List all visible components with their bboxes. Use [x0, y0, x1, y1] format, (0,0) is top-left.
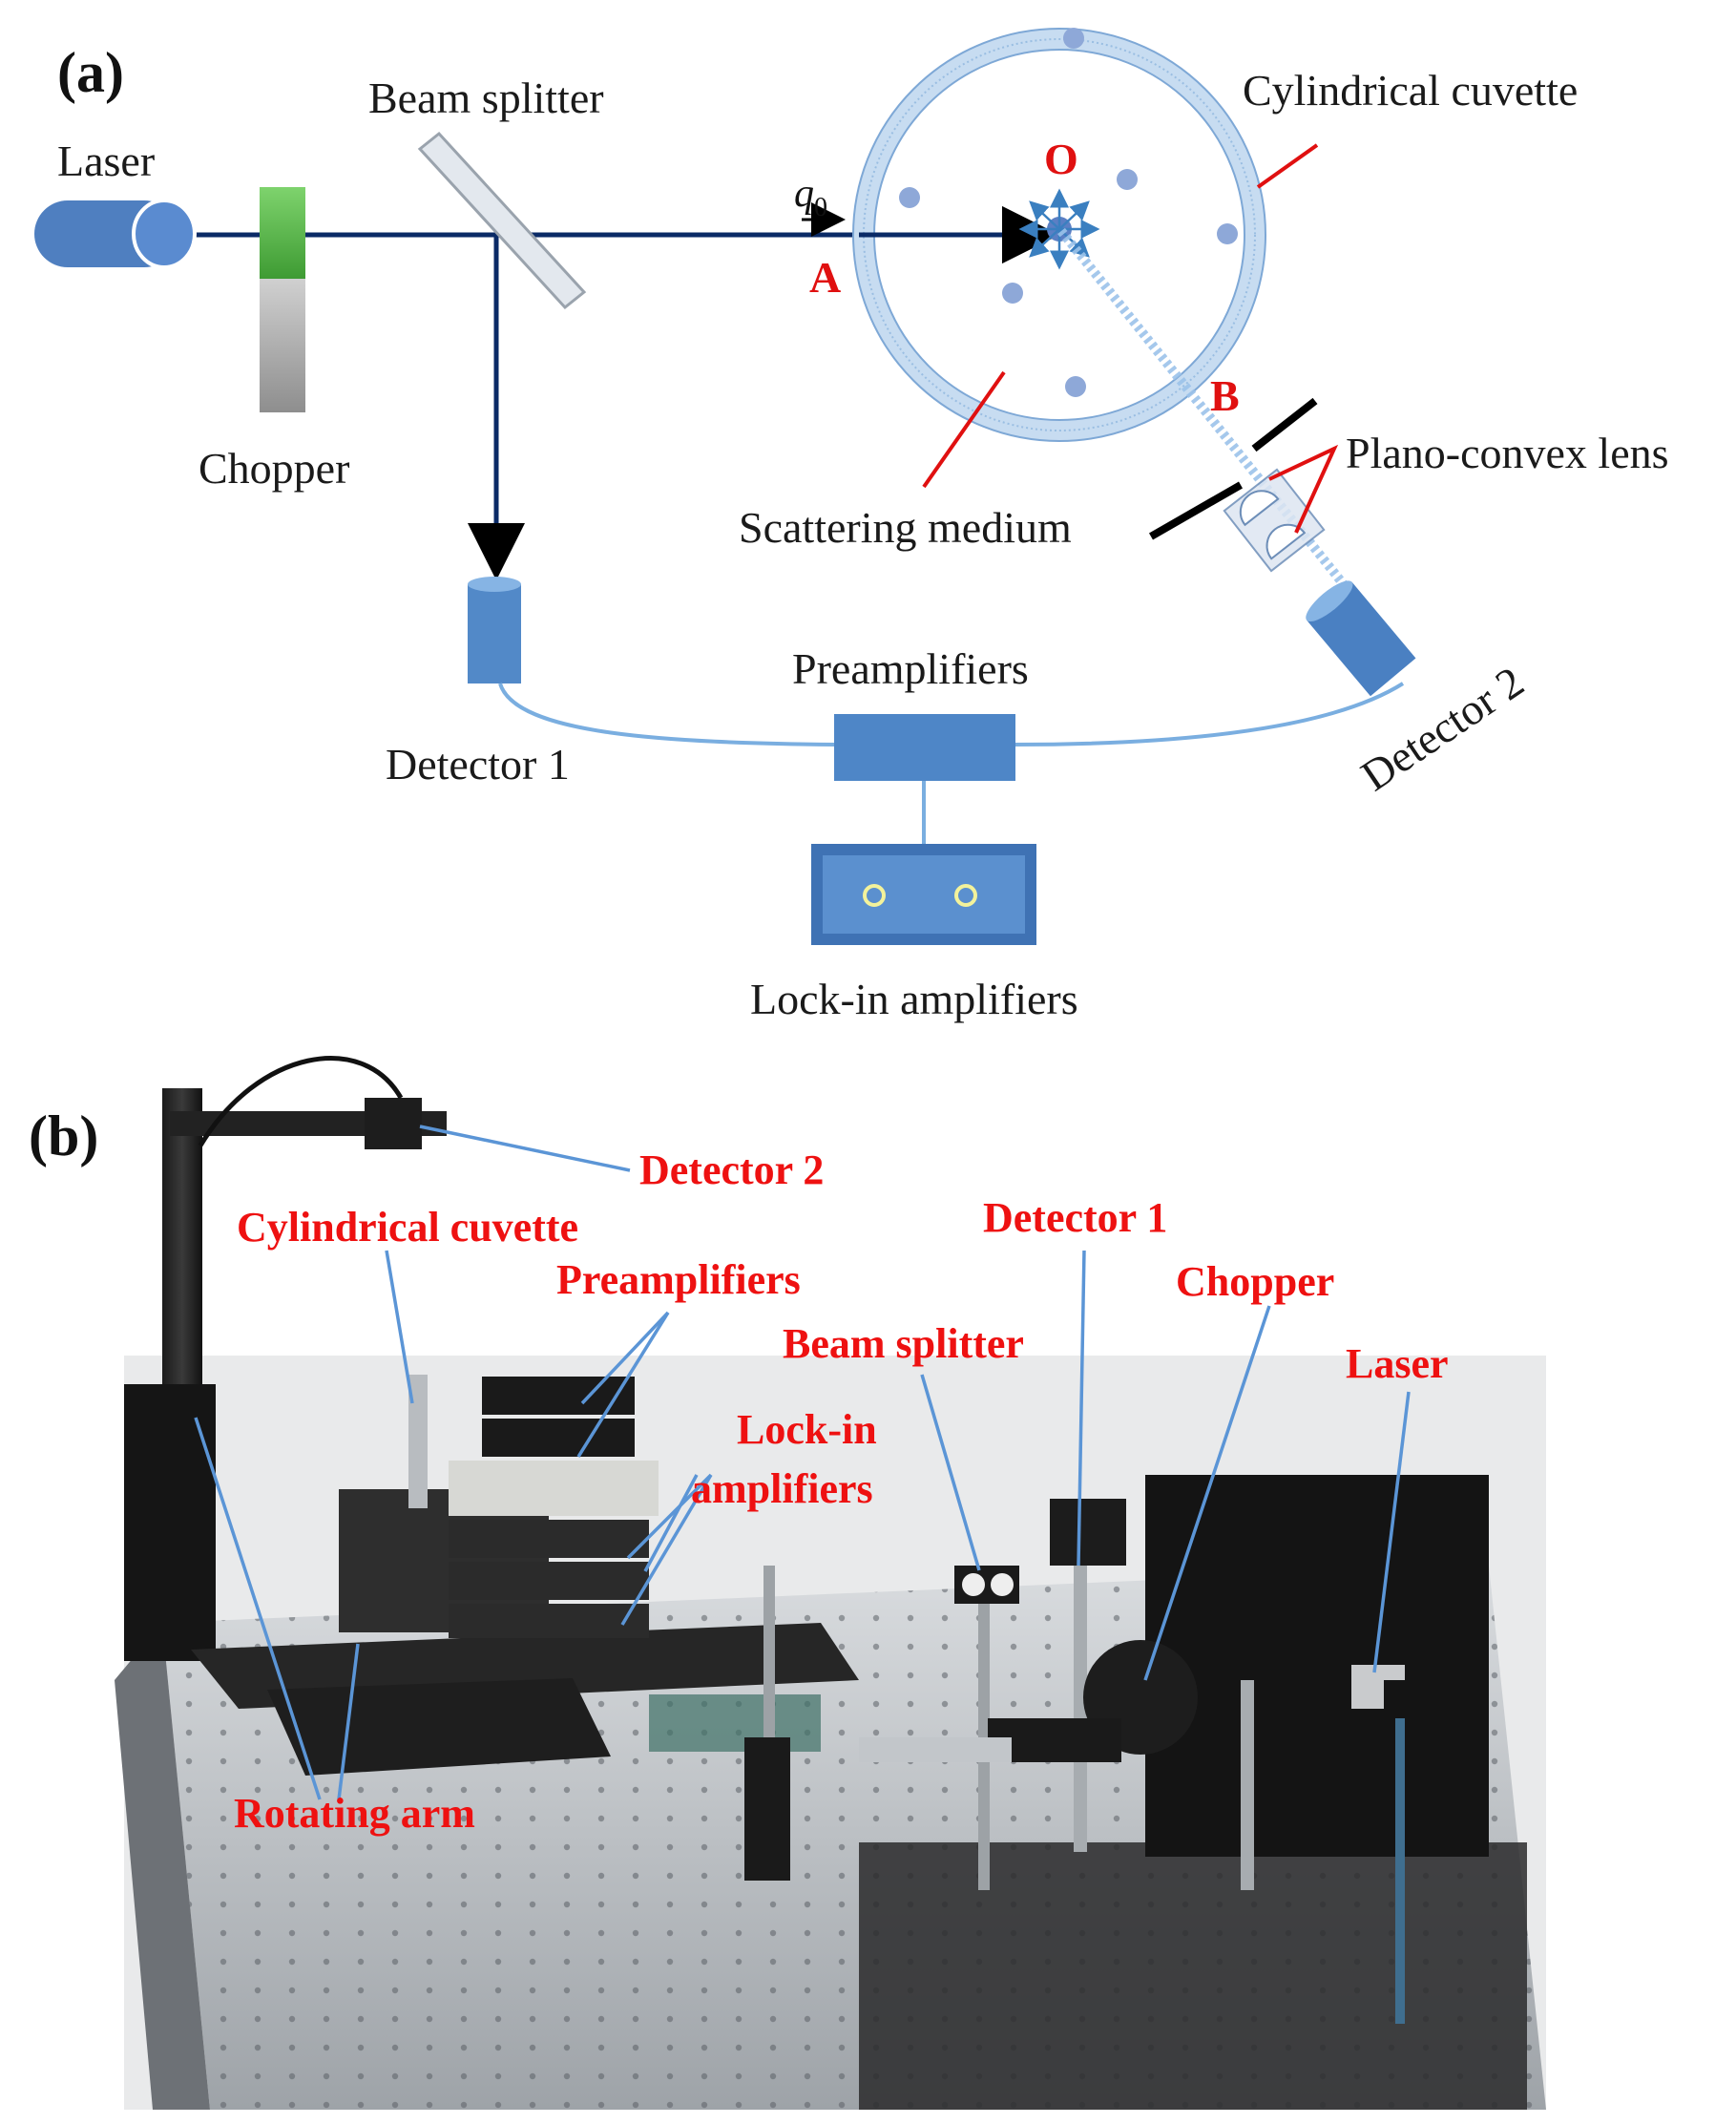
label-rotating-arm: Rotating arm: [234, 1790, 475, 1837]
label-laser-a: Laser: [57, 137, 155, 185]
label-detector-2-b: Detector 2: [639, 1146, 824, 1193]
signal-cables: [498, 682, 1405, 844]
label-detector-1-a: Detector 1: [386, 740, 570, 789]
label-lock-in-line-1: Lock-in: [737, 1406, 877, 1453]
beam-splitter-plate: [417, 131, 587, 310]
chopper-device: [260, 187, 305, 412]
preamplifier-box: [834, 714, 1015, 781]
panel-a: (a) Laser Chopper Beam splitter q0: [34, 28, 1669, 1023]
point-o-label: O: [1044, 135, 1078, 183]
point-a-label: A: [809, 253, 841, 302]
detector-2-device: [1306, 580, 1416, 697]
scattered-beam: [1057, 227, 1369, 615]
label-cuvette-a: Cylindrical cuvette: [1243, 66, 1578, 115]
aperture-and-lenses: [1149, 397, 1339, 573]
label-beam-splitter-a: Beam splitter: [368, 74, 604, 122]
label-preamplifiers-a: Preamplifiers: [792, 644, 1029, 693]
lab-photo: [115, 1056, 1546, 2110]
label-chopper-b: Chopper: [1176, 1258, 1334, 1305]
point-b-label: B: [1210, 371, 1240, 420]
label-detector-1-b: Detector 1: [983, 1194, 1167, 1241]
detector-1-device: [468, 577, 521, 683]
scattering-arrows: [1018, 188, 1100, 270]
label-lock-in-line-2: amplifiers: [691, 1465, 873, 1512]
medium-pointer: [922, 370, 1006, 489]
panel-b: (b): [29, 1056, 1546, 2110]
label-beam-splitter-b: Beam splitter: [783, 1320, 1024, 1367]
lock-in-amplifier-box: [811, 844, 1036, 945]
label-lock-in-amplifiers-a: Lock-in amplifiers: [750, 975, 1078, 1023]
label-laser-b: Laser: [1346, 1340, 1449, 1387]
wavevector-label: q0: [794, 172, 827, 222]
panel-a-tag: (a): [57, 41, 124, 104]
annotation-pointers: [194, 1125, 1411, 1800]
panel-b-tag: (b): [29, 1104, 98, 1167]
laser-device: [34, 199, 197, 269]
label-plano-convex-lens: Plano-convex lens: [1346, 429, 1669, 477]
label-scattering-medium: Scattering medium: [739, 503, 1072, 552]
label-chopper-a: Chopper: [199, 444, 349, 493]
label-preamplifiers-b: Preamplifiers: [556, 1256, 801, 1303]
cuvette-pointer: [1256, 143, 1319, 189]
label-cuvette-b: Cylindrical cuvette: [237, 1204, 578, 1251]
